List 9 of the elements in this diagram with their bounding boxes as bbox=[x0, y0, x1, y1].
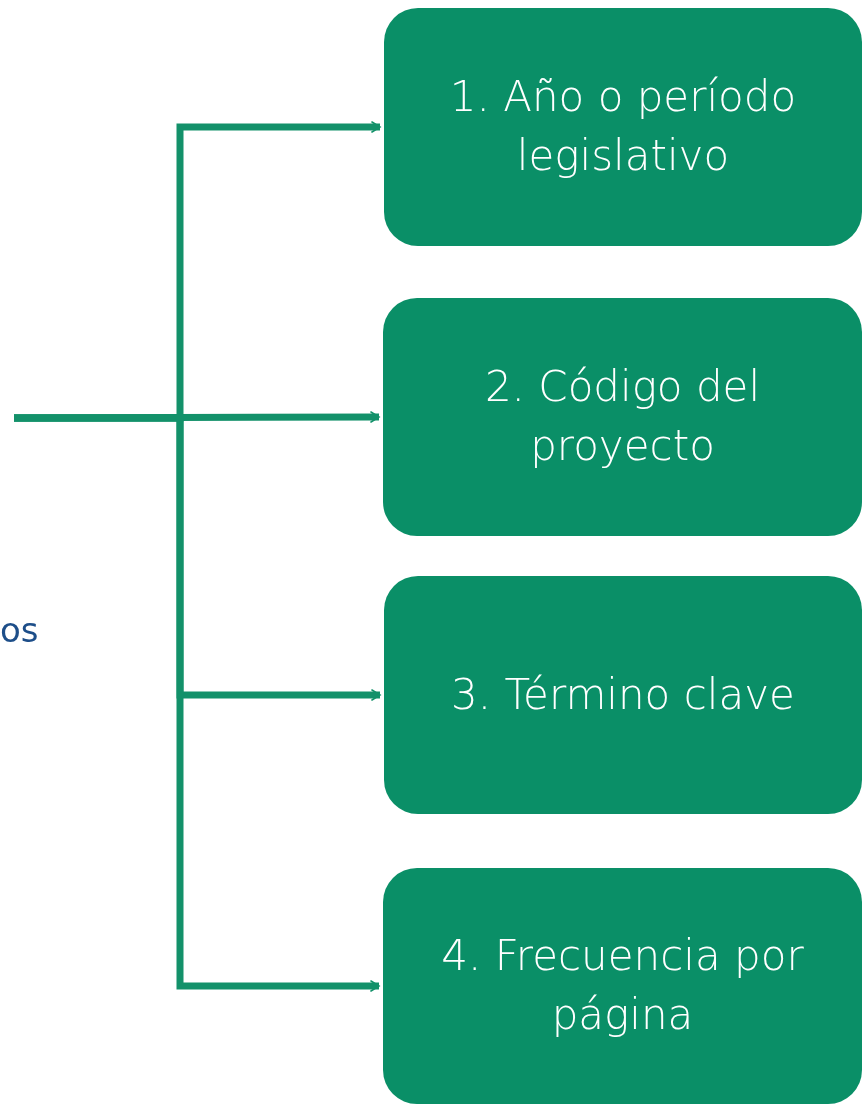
process-box bbox=[383, 868, 862, 1104]
process-box bbox=[384, 576, 862, 814]
process-box bbox=[383, 298, 862, 536]
box-label: 3. Término clave bbox=[451, 668, 795, 721]
box-label: 4. Frecuencia por página bbox=[440, 930, 805, 1041]
process-box bbox=[384, 8, 862, 246]
box-label: 1. Año o período legislativo bbox=[448, 71, 798, 182]
note-text: os bbox=[0, 610, 39, 650]
box-label: 2. Código del proyecto bbox=[483, 361, 762, 472]
